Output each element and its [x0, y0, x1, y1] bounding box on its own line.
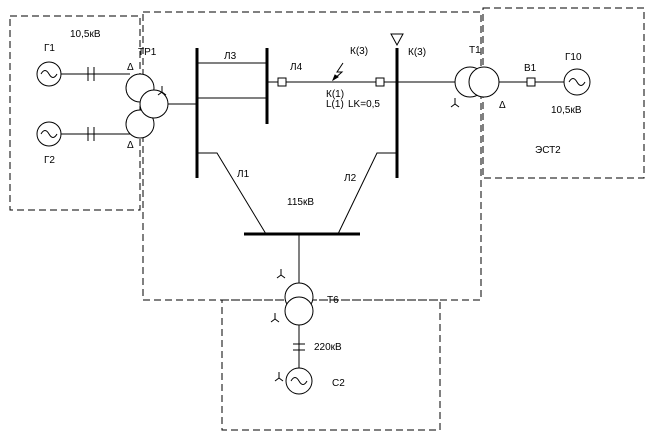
est2-label: ЭСТ2 [535, 145, 561, 156]
generator-g10-label: Г10 [565, 52, 582, 63]
line-l4-node-right [375, 77, 385, 87]
voltage-label-left: 10,5кВ [70, 29, 101, 40]
transformer-t6 [284, 282, 314, 326]
line-l2 [337, 152, 397, 235]
bus-115kv-label: 115кВ [287, 197, 314, 208]
generator-g2 [36, 121, 62, 147]
voltage-220kv-label: 220кВ [314, 342, 342, 353]
tr1-star-icon [157, 86, 167, 96]
c2-star-icon [274, 372, 284, 382]
zone-bottom-220kv [221, 299, 441, 431]
zone-left-generators [9, 15, 141, 211]
fault-k3-line-label: К(3) [350, 46, 368, 57]
transformer-t1-label: Т1 [469, 45, 481, 56]
t1-delta: Δ [499, 100, 506, 111]
source-c2-label: С2 [332, 378, 345, 389]
tr1-delta-top: Δ [127, 62, 134, 73]
t6-star-icon-bottom [270, 313, 280, 323]
t1-star-icon [450, 98, 460, 108]
fault-k1-label: К(1) [326, 89, 344, 100]
line-l2-label: Л2 [344, 173, 357, 184]
line-l1-label: Л1 [237, 169, 250, 180]
breaker-b1-label: В1 [524, 63, 537, 74]
generator-g10 [563, 68, 591, 96]
generator-g2-label: Г2 [44, 155, 55, 166]
transformer-tr1 [125, 73, 169, 139]
generator-g1 [36, 61, 62, 87]
transformer-t6-label: Т6 [327, 295, 339, 306]
t6-star-icon-top [276, 269, 286, 279]
transformer-t1 [454, 66, 500, 98]
zone-right-est2 [482, 7, 645, 179]
voltage-label-right: 10,5кВ [551, 105, 582, 116]
fault-l1-label: L(1) [326, 99, 344, 110]
generator-g1-label: Г1 [44, 43, 55, 54]
fault-lightning-icon [331, 62, 344, 82]
line-lk-label: LK=0,5 [348, 99, 380, 110]
tr1-delta-bottom: Δ [127, 140, 134, 151]
source-c2 [285, 367, 313, 395]
fault-triangle-icon [390, 33, 404, 47]
line-l4-label: Л4 [290, 62, 303, 73]
zone-central-115kv [142, 11, 482, 301]
breaker-b1 [526, 77, 536, 87]
line-l4-node-left [277, 77, 287, 87]
line-l1 [197, 152, 267, 235]
line-l3-label: Л3 [224, 51, 237, 62]
fault-k3-bus-label: К(3) [408, 47, 426, 58]
transformer-tr1-label: ТР1 [138, 47, 157, 58]
